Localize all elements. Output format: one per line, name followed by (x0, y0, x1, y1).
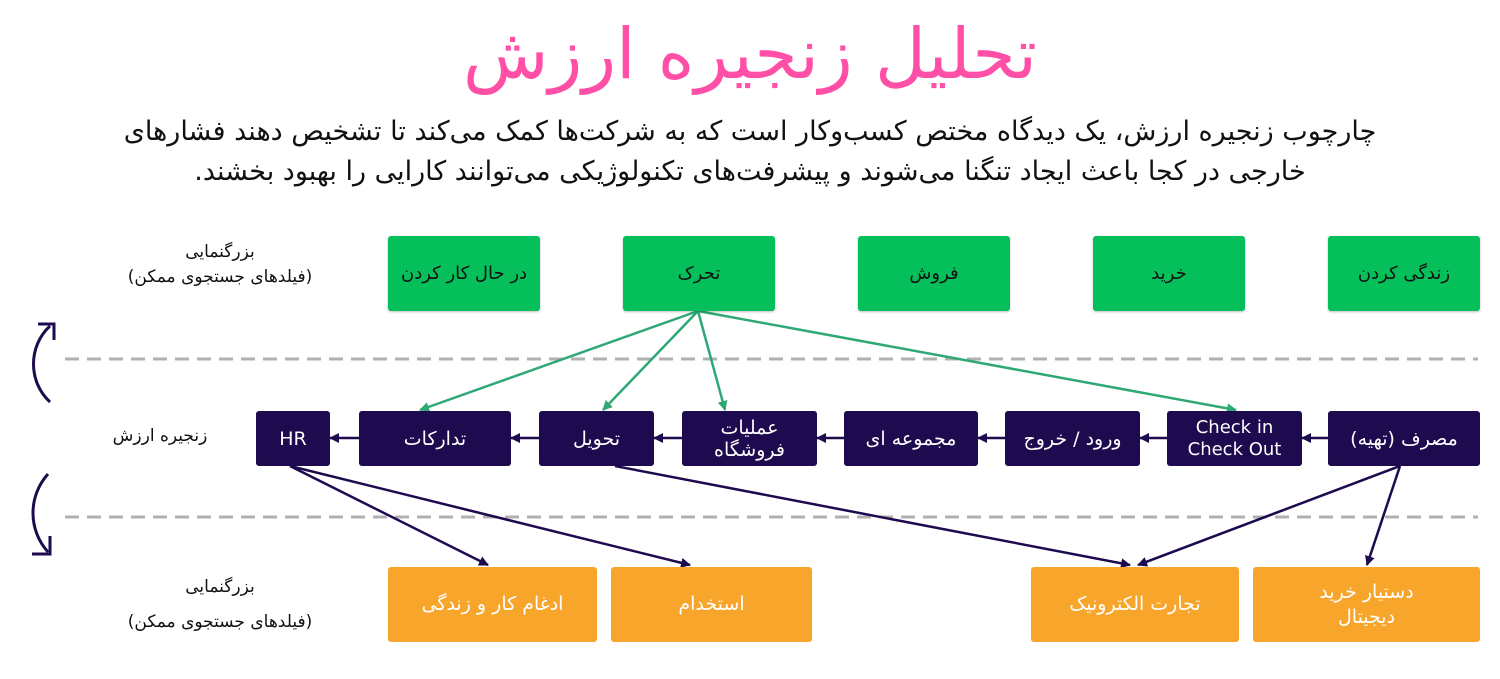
arrow-moving-to-checkin (697, 309, 1237, 414)
subtitle-line-1: چارچوب زنجیره ارزش، یک دیدگاه مختص کسب‌و… (123, 116, 1377, 147)
chain-delivery: تحویل (539, 411, 654, 466)
arrow-delivery-to-ecommerce (614, 464, 1131, 569)
page-subtitle: چارچوب زنجیره ارزش، یک دیدگاه مختص کسب‌و… (30, 112, 1470, 192)
box-ecommerce: تجارت الکترونیک (1031, 567, 1239, 642)
arrow-moving-to-delivery (602, 310, 699, 411)
box-selling: فروش (858, 236, 1010, 311)
zoom-down-curve-icon (31, 472, 50, 554)
box-digital-assistant-line2: دیجیتال (1337, 605, 1396, 628)
chain-store-ops-line2: فروشگاه (714, 438, 785, 461)
box-moving: تحرک (623, 236, 775, 311)
chain-store-ops-line1: عملیات (720, 416, 779, 439)
subtitle-line-2: خارجی در کجا باعث ایجاد تنگنا می‌شوند و … (194, 156, 1306, 187)
box-living: زندگی کردن (1328, 236, 1480, 311)
chain-checkin-line2: Check Out (1187, 438, 1282, 460)
zoom-label-top-title: بزرگنمایی (185, 242, 255, 262)
box-digital-assistant-line1: دستیار خرید (1319, 580, 1414, 603)
arrow-moving-to-procurement (419, 309, 699, 412)
arrow-hr-to-hiring (289, 464, 691, 568)
box-work-life: ادغام کار و زندگی (388, 567, 597, 642)
arrow-hr-to-work-life (289, 464, 489, 567)
chain-procurement: تدارکات (359, 411, 511, 466)
chain-consumption: مصرف (تهیه) (1328, 411, 1480, 466)
zoom-label-bottom-fields: (فیلدهای جستجوی ممکن) (127, 612, 313, 632)
box-buying: خرید (1093, 236, 1245, 311)
zoom-up-arrowhead-icon (38, 322, 56, 340)
zoom-label-top: بزرگنمایی (فیلدهای جستجوی ممکن) (60, 240, 380, 290)
box-working: در حال کار کردن (388, 236, 540, 311)
arrow-consumption-to-ecommerce (1137, 464, 1401, 567)
chain-checkin-checkout: Check in Check Out (1167, 411, 1302, 466)
chain-hr: HR (256, 411, 330, 466)
arrow-moving-to-store-ops (696, 310, 728, 411)
chain-checkin-line1: Check in (1195, 416, 1274, 438)
chain-collection: مجموعه ای (844, 411, 978, 466)
zoom-up-curve-icon (32, 324, 52, 404)
zoom-label-bottom: بزرگنمایی (فیلدهای جستجوی ممکن) (60, 570, 380, 640)
box-hiring: استخدام (611, 567, 812, 642)
zoom-label-bottom-title: بزرگنمایی (185, 577, 255, 597)
box-digital-assistant: دستیار خرید دیجیتال (1253, 567, 1480, 642)
arrow-consumption-to-assistant (1365, 465, 1402, 566)
chain-inout: ورود / خروج (1005, 411, 1140, 466)
chain-store-ops: عملیات فروشگاه (682, 411, 817, 466)
page-title: تحلیل زنجیره ارزش (463, 13, 1037, 95)
value-chain-label: زنجیره ارزش (112, 426, 208, 446)
zoom-down-arrowhead-icon (32, 536, 52, 556)
zoom-label-top-fields: (فیلدهای جستجوی ممکن) (127, 267, 313, 287)
